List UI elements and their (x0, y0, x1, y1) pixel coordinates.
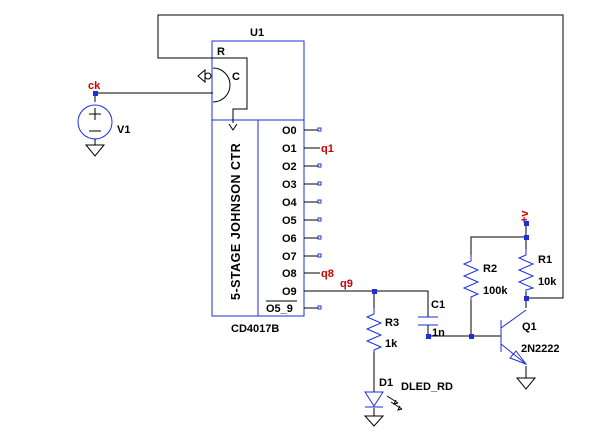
r3-value: 1k (385, 338, 398, 350)
chip-ref: U1 (250, 27, 264, 39)
pin-o5: O5 (282, 215, 297, 227)
pin-o9: O9 (282, 286, 297, 298)
q1-part: 2N2222 (521, 343, 560, 355)
junction-dots (93, 91, 529, 339)
q9-wire (304, 290, 429, 317)
voltage-source-v1[interactable]: V1 (77, 104, 130, 157)
r3-ref: R3 (385, 317, 399, 329)
d1-ref: D1 (379, 377, 393, 389)
d1-part: DLED_RD (401, 381, 453, 393)
emitter-arrow (509, 350, 528, 366)
r2-supply-wire (470, 236, 526, 255)
led-d1[interactable]: D1 DLED_RD (363, 377, 453, 427)
clock-inverter-symbol (197, 68, 206, 84)
clock-edge-symbol (212, 67, 231, 103)
pin-o4: O4 (282, 197, 298, 209)
light-ray (386, 395, 399, 404)
pin-clock-label: C (232, 71, 240, 83)
pin-o0: O0 (282, 125, 297, 137)
transistor-q1[interactable]: Q1 2N2222 (500, 309, 560, 390)
labeled-output-stubs (304, 147, 320, 274)
light-ray-arrow (397, 405, 403, 411)
reset-internal-wire (213, 57, 248, 123)
net-label-ck: ck (88, 80, 101, 92)
net-label-q8: q8 (321, 268, 334, 280)
chip-title: 5-STAGE JOHNSON CTR (229, 143, 243, 300)
net-label-q9: q9 (340, 278, 353, 290)
r1-value: 10k (538, 276, 557, 288)
v1-ref: V1 (117, 124, 130, 136)
pin-o3: O3 (282, 179, 297, 191)
net-label-q1: q1 (321, 143, 334, 155)
pin-o2: O2 (282, 161, 297, 173)
net-label-supply: +v (519, 210, 531, 223)
pin-reset-label: R (217, 46, 225, 58)
ground-icon (363, 415, 385, 427)
resistor-r1[interactable]: R1 10k (517, 249, 557, 292)
clock-wire (94, 92, 213, 102)
pin-o6: O6 (282, 233, 297, 245)
pin-o7: O7 (282, 251, 297, 263)
reset-arrow (228, 123, 238, 131)
r2-ref: R2 (483, 263, 497, 275)
capacitor-c1[interactable]: C1 1n (418, 299, 445, 339)
pin-o8: O8 (282, 268, 297, 280)
light-ray-arrow (393, 399, 399, 405)
c1-value: 1n (432, 327, 445, 339)
c1-ref: C1 (431, 299, 445, 311)
light-ray (390, 401, 403, 410)
ground-icon (515, 377, 537, 390)
resistor-r2[interactable]: R2 100k (462, 255, 508, 300)
clock-bubble (204, 72, 212, 80)
ground-icon (84, 144, 106, 157)
q1-ref: Q1 (522, 321, 537, 333)
counter-chip[interactable]: U1 CD4017B 5-STAGE JOHNSON CTR R C O0 O1… (197, 27, 305, 335)
r1-ref: R1 (538, 254, 552, 266)
chip-part: CD4017B (231, 323, 279, 335)
r2-value: 100k (483, 285, 508, 297)
unused-output-stubs (304, 127, 322, 310)
pin-o1: O1 (282, 143, 297, 155)
feedback-wire (157, 14, 564, 299)
resistor-r3[interactable]: R3 1k (365, 308, 399, 352)
collector-leg (500, 309, 527, 329)
pin-carry-out: O5_9 (266, 303, 293, 315)
